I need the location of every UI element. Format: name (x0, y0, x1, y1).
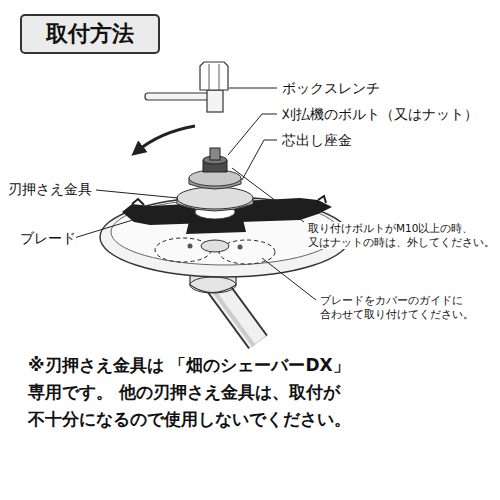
part-label: 刈払機のボルト（又はナット） (282, 105, 478, 123)
note-text: ブレードをカバーのガイドに 合わせて取り付けてください。 (320, 294, 485, 321)
rotation-arrow (136, 126, 195, 152)
part-label: ボックスレンチ (282, 79, 380, 97)
blade-holder (177, 187, 253, 211)
heading: 取付方法 (46, 19, 134, 49)
part-label: 芯出し座金 (282, 131, 352, 149)
bolt (203, 148, 227, 172)
note-text: 取り付けボルトがM10以上の時、 又はナットの時は、外してください。 (308, 222, 496, 249)
part-label: 刃押さえ金具 (8, 180, 92, 198)
leader-lines (74, 88, 316, 300)
box-wrench (145, 62, 228, 112)
warning-note: ※刃押さえ金具は 「畑のシェーバーDX」専用です。 他の刃押さえ金具は、取付が … (28, 352, 378, 433)
part-label: ブレード (20, 229, 76, 247)
centering-washer (189, 170, 241, 189)
heading-box: 取付方法 (20, 14, 160, 54)
